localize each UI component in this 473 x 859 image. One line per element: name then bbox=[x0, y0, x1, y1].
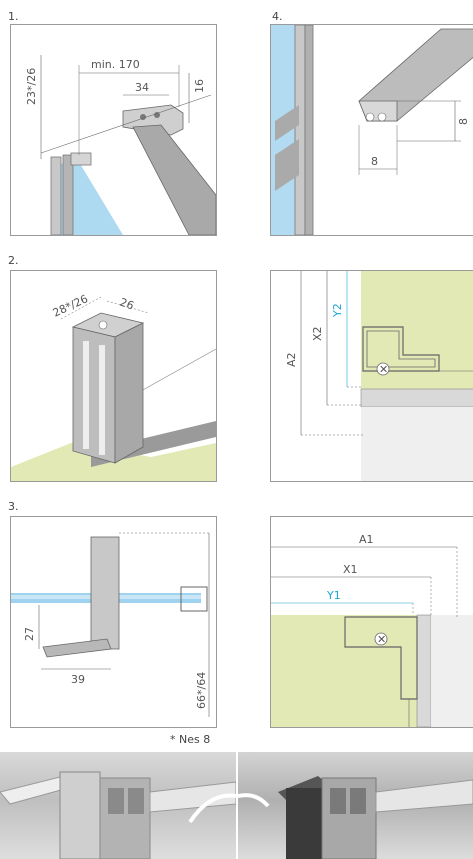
dim-min-170: min. 170 bbox=[91, 58, 140, 71]
dim-8-width: 8 bbox=[371, 155, 378, 168]
dim-y1: Y1 bbox=[326, 589, 341, 602]
dim-x1: X1 bbox=[343, 563, 358, 576]
dim-23-26: 23*/26 bbox=[25, 68, 38, 105]
dim-27: 27 bbox=[23, 627, 36, 641]
dim-28-26: 28*/26 bbox=[51, 292, 90, 320]
dim-8-height: 8 bbox=[457, 118, 470, 125]
footnote: * Nes 8 bbox=[170, 733, 211, 746]
dim-39: 39 bbox=[71, 673, 85, 686]
dim-a1: A1 bbox=[359, 533, 374, 546]
diagram-panel-4: 8 8 bbox=[270, 24, 473, 236]
screw-mark: ✕ bbox=[379, 363, 388, 376]
step-label-4: 4. bbox=[272, 10, 283, 23]
panel-2-drawing: 28*/26 26 bbox=[11, 292, 216, 481]
panel-3-drawing: 27 39 66*/64 bbox=[11, 532, 211, 717]
photo-seal-before bbox=[0, 752, 236, 859]
panel-6-drawing: ✕ A1 X1 Y1 bbox=[271, 533, 473, 727]
dim-x2: X2 bbox=[311, 326, 324, 341]
step-label-2: 2. bbox=[8, 254, 19, 267]
dim-a2: A2 bbox=[285, 352, 298, 367]
dim-26: 26 bbox=[118, 296, 136, 313]
photo-seal-after-drawing bbox=[238, 776, 473, 859]
diagram-panel-6: ✕ A1 X1 Y1 bbox=[270, 516, 473, 728]
dim-66-64: 66*/64 bbox=[195, 672, 208, 709]
photo-seal-before-drawing bbox=[0, 771, 236, 859]
panel-4-drawing: 8 8 bbox=[271, 25, 473, 235]
step-label-3: 3. bbox=[8, 500, 19, 513]
panel-5-drawing: ✕ A2 X2 Y2 bbox=[285, 271, 473, 481]
diagram-panel-2: 28*/26 26 bbox=[10, 270, 217, 482]
dim-16: 16 bbox=[193, 79, 206, 93]
diagram-panel-5: ✕ A2 X2 Y2 bbox=[270, 270, 473, 482]
panel-1-drawing: min. 170 34 16 23*/26 bbox=[25, 55, 216, 235]
diagram-panel-1: min. 170 34 16 23*/26 bbox=[10, 24, 217, 236]
diagram-panel-3: 27 39 66*/64 bbox=[10, 516, 217, 728]
photo-seal-after bbox=[238, 752, 473, 859]
dim-y2: Y2 bbox=[331, 303, 344, 318]
step-label-1: 1. bbox=[8, 10, 19, 23]
screw-mark-2: ✕ bbox=[377, 633, 386, 646]
dim-34: 34 bbox=[135, 81, 149, 94]
